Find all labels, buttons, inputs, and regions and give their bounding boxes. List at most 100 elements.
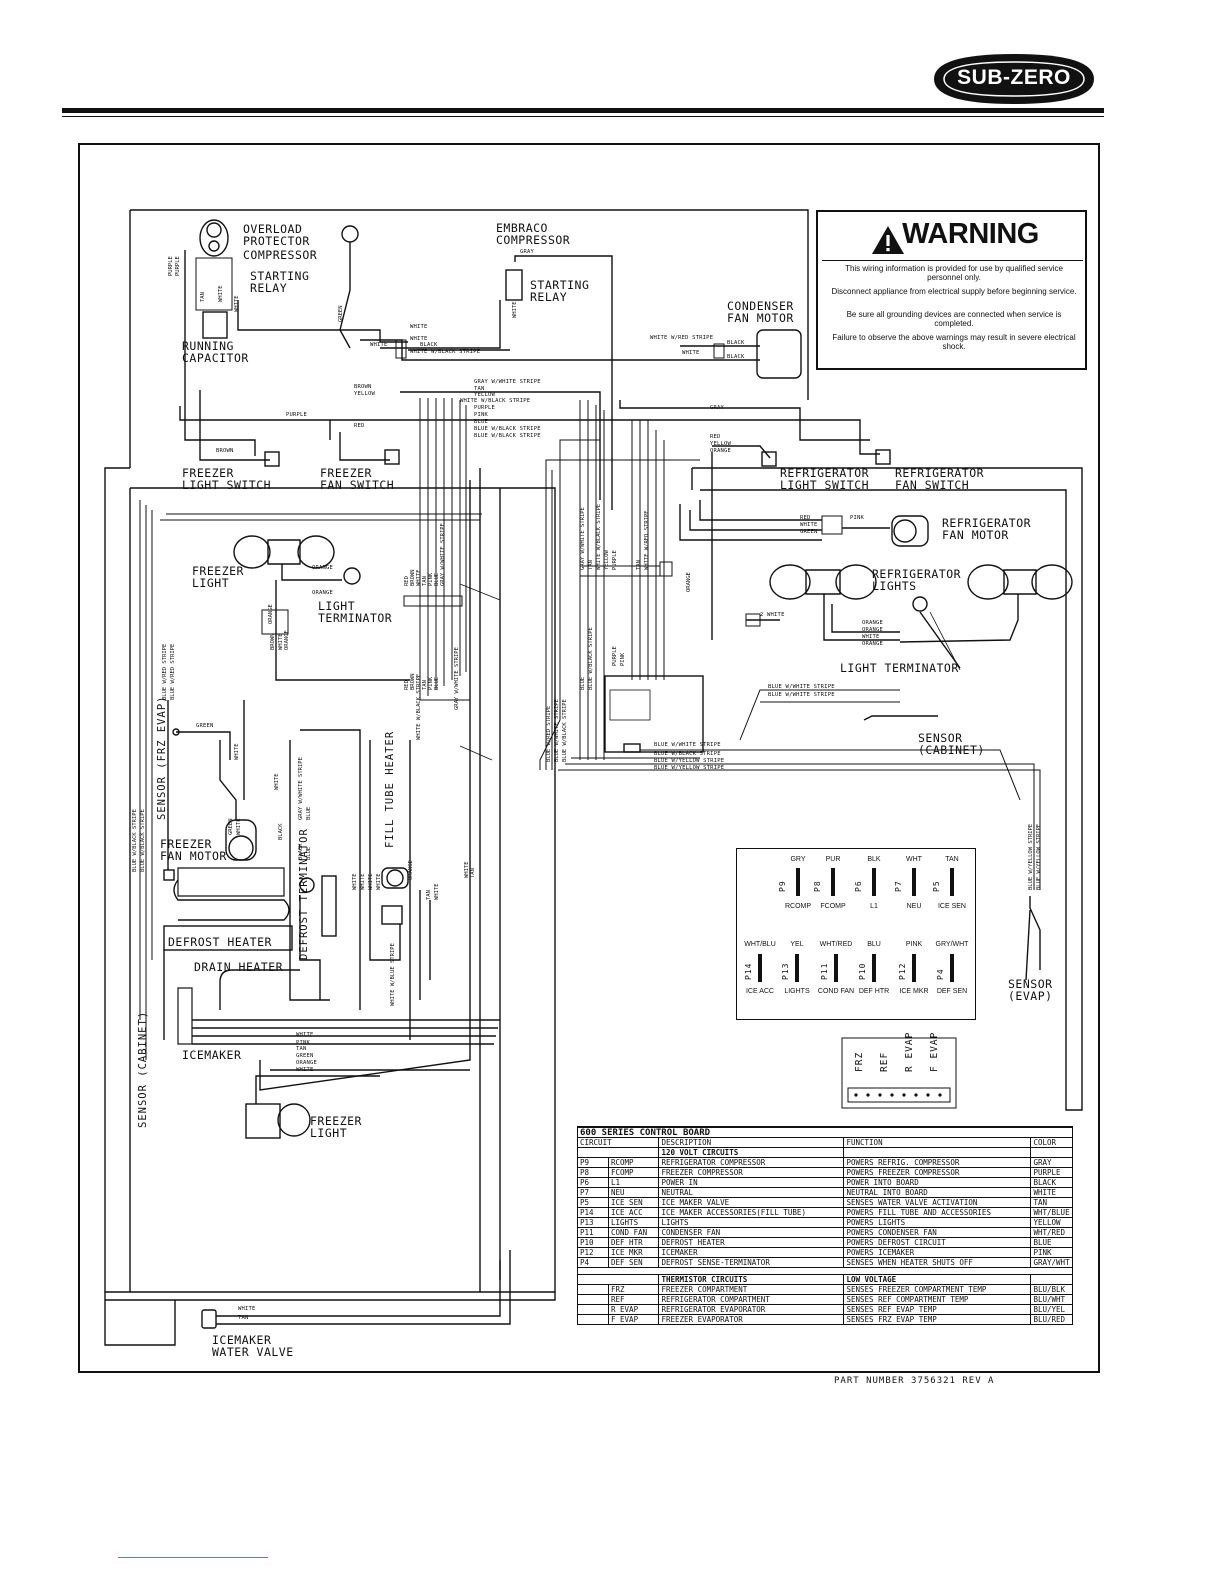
wire-label: ORANGE (296, 1060, 318, 1066)
wire-label: WHITE (360, 873, 366, 890)
table-cell: POWERS ICEMAKER (843, 1247, 1032, 1258)
starting-relay-left-label: STARTING RELAY (250, 269, 310, 295)
table-cell: POWER IN (658, 1177, 845, 1188)
light-terminator-right-label: LIGHT TERMINATOR (840, 661, 959, 675)
table-cell: P6 (577, 1177, 609, 1188)
thermistor-pin-label: F EVAP (929, 1031, 940, 1072)
table-cell: BLU/BLK (1030, 1284, 1073, 1295)
table-cell: POWERS REFRIG. COMPRESSOR (843, 1157, 1032, 1168)
wire-label: BROWN (354, 384, 372, 390)
pin-id: P10 (858, 962, 867, 980)
table-cell: SENSES REF EVAP TEMP (843, 1304, 1032, 1315)
wire-label: ORANGE (408, 860, 414, 880)
table-cell: SENSES REF COMPARTMENT TEMP (843, 1294, 1032, 1305)
pin-color-label: GRY/WHT (935, 941, 969, 948)
table-cell: LIGHTS (658, 1217, 845, 1228)
wire-label: TAN (470, 868, 476, 878)
overload-protector-label: OVERLOAD PROTECTOR (243, 222, 310, 248)
pin-id: P9 (778, 880, 787, 892)
table-cell: SENSES WHEN HEATER SHUTS OFF (843, 1257, 1032, 1268)
table-cell: L1 (607, 1177, 660, 1188)
pin-color-label: GRY (790, 856, 806, 863)
wire-label: WHITE (218, 285, 224, 302)
wire-label: TAN (238, 1315, 249, 1321)
wire-label: WHITE (368, 873, 374, 890)
wire-label: BLUE W/BLACK STRIPE (474, 433, 541, 439)
table-cell: RCOMP (607, 1157, 660, 1168)
pin-name-label: FCOMP (820, 903, 846, 910)
table-cell: POWERS DEFROST CIRCUIT (843, 1237, 1032, 1248)
wire-label: YELLOW (604, 550, 610, 570)
drain-heater-label: DRAIN HEATER (194, 960, 284, 974)
fill-tube-heater-label: FILL TUBE HEATER (384, 730, 396, 848)
table-cell: P9 (577, 1157, 609, 1168)
wire-label: BLACK (420, 342, 438, 348)
warning-line-2: Disconnect appliance from electrical sup… (831, 287, 1077, 296)
table-cell: BLU/RED (1030, 1314, 1073, 1325)
wire-label: WHITE (410, 324, 428, 330)
wire-label: PINK (474, 412, 489, 418)
pin-id: P6 (854, 880, 863, 892)
table-cell: FRZ (607, 1284, 660, 1295)
table-title: 600 SERIES CONTROL BOARD (577, 1126, 1073, 1138)
table-cell: GRAY/WHT (1030, 1257, 1073, 1268)
refrigerator-lights-label: REFRIGERATOR LIGHTS (872, 567, 962, 593)
wire-label: WHITE W/BLUE STRIPE (390, 943, 396, 1006)
wire-label: TAN (588, 560, 594, 570)
control-board-drawing (604, 675, 704, 753)
sensor-evap-label: SENSOR (EVAP) (1008, 977, 1053, 1003)
wire-label: BLUE W/WHITE STRIPE (654, 742, 721, 748)
table-cell: FREEZER EVAPORATOR (658, 1314, 845, 1325)
table-cell: PINK (1030, 1247, 1073, 1258)
table-cell: F EVAP (607, 1314, 660, 1325)
wire-label: WHITE (234, 295, 240, 312)
wire-label: BLUE W/RED STRIPE (170, 643, 176, 700)
table-cell: POWERS FREEZER COMPRESSOR (843, 1167, 1032, 1178)
compartment-outlines (104, 209, 1083, 1346)
wire-label: BLACK (298, 843, 304, 860)
wire-label: ORANGE (710, 448, 732, 454)
thermistor-pin-label: R EVAP (904, 1031, 915, 1072)
wire-label: PURPLE (612, 550, 618, 570)
table-cell: YELLOW (1030, 1217, 1073, 1228)
table-cell: P4 (577, 1257, 609, 1268)
starting-relay-right-label: STARTING RELAY (530, 278, 590, 304)
table-cell: NEU (607, 1187, 660, 1198)
wire-label: WHITE (296, 1032, 314, 1038)
table-cell: COND FAN (607, 1227, 660, 1238)
wire-label: ORANGE (862, 627, 884, 633)
wire-label: YELLOW (474, 392, 496, 398)
table-cell: WHT/RED (1030, 1227, 1073, 1238)
wire-label: WHITE (370, 342, 388, 348)
freezer-light-bottom-label: FREEZER LIGHT (310, 1114, 362, 1140)
pin-name-label: NEU (906, 903, 922, 910)
wire-label: BLUE W/WHITE STRIPE (554, 699, 560, 762)
wire-label: PINK (296, 1040, 311, 1046)
wire-label: GREEN (338, 305, 344, 322)
wire-label: PINK (850, 515, 865, 521)
table-cell: REFRIGERATOR COMPARTMENT (658, 1294, 845, 1305)
wire-label: GREEN (800, 529, 818, 535)
warning-rule (822, 260, 1083, 261)
wire-label: ORANGE (312, 590, 334, 596)
icemaker-label: ICEMAKER (182, 1048, 242, 1062)
wire-label: WHITE (236, 818, 242, 835)
wire-label: BLUE (434, 676, 440, 690)
pin-name-label: RCOMP (784, 903, 812, 910)
wire-label: RED (354, 423, 365, 429)
wire-label: WHITE W/BLACK STRIPE (596, 503, 602, 570)
table-cell: NEUTRAL (658, 1187, 845, 1198)
wire-label: BLACK (727, 354, 745, 360)
table-cell: NEUTRAL INTO BOARD (843, 1187, 1032, 1198)
pin-id: P13 (781, 962, 790, 980)
table-cell: POWERS LIGHTS (843, 1217, 1032, 1228)
warning-line-3: Be sure all grounding devices are connec… (846, 310, 1062, 328)
pin-color-label: BLU (867, 941, 881, 948)
wire-label: BLUE W/BLACK STRIPE (132, 809, 138, 872)
refrigerator-fan-switch-label: REFRIGERATOR FAN SWITCH (895, 466, 985, 492)
wire-label: WHITE (862, 634, 880, 640)
